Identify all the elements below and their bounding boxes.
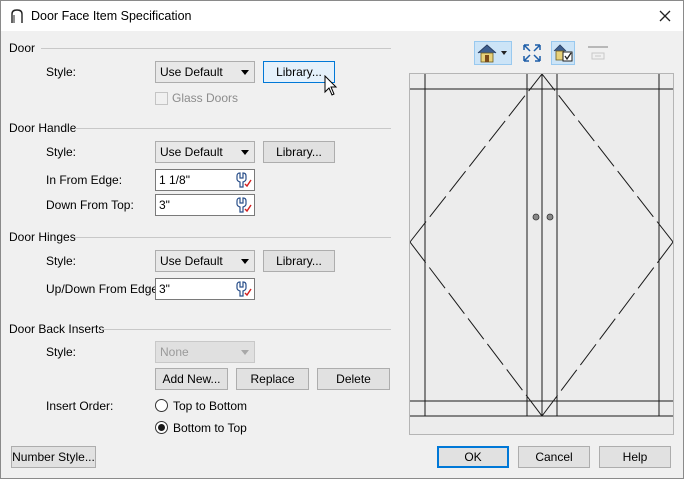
glass-doors-label: Glass Doors: [172, 91, 239, 105]
hinges-style-select[interactable]: Use Default: [155, 250, 255, 272]
hinges-section-divider: [75, 237, 391, 238]
fill-window-icon: [523, 44, 541, 62]
reset-button[interactable]: [586, 42, 610, 66]
down-from-top-value: 3": [159, 198, 170, 212]
top-to-bottom-radio[interactable]: [155, 399, 168, 412]
top-to-bottom-label: Top to Bottom: [173, 399, 248, 413]
delete-button[interactable]: Delete: [317, 368, 390, 390]
add-new-button[interactable]: Add New...: [155, 368, 228, 390]
chevron-down-icon: [241, 70, 249, 75]
inserts-section-title: Door Back Inserts: [9, 322, 105, 336]
close-button[interactable]: [647, 1, 683, 31]
mouse-cursor-icon: [324, 75, 338, 96]
door-preview-panel: [409, 73, 674, 435]
house-view-icon: [477, 44, 507, 63]
updown-from-edge-value: 3": [159, 282, 170, 296]
in-from-edge-label: In From Edge:: [46, 173, 123, 187]
edit-field-icon[interactable]: [234, 172, 252, 188]
chevron-down-icon: [241, 150, 249, 155]
bottom-to-top-radio[interactable]: [155, 421, 168, 434]
down-from-top-label: Down From Top:: [46, 198, 134, 212]
color-material-button[interactable]: [551, 41, 575, 65]
handle-style-select[interactable]: Use Default: [155, 141, 255, 163]
door-preview-drawing: [409, 73, 674, 434]
help-button[interactable]: Help: [599, 446, 671, 468]
door-section-title: Door: [9, 41, 36, 55]
in-from-edge-input[interactable]: 1 1/8": [155, 169, 255, 191]
chevron-down-icon: [241, 350, 249, 355]
chevron-down-icon: [241, 259, 249, 264]
hinges-library-button[interactable]: Library...: [263, 250, 335, 272]
door-library-button[interactable]: Library...: [263, 61, 335, 83]
ok-button[interactable]: OK: [437, 446, 509, 468]
inserts-style-label: Style:: [46, 345, 77, 359]
door-style-label: Style:: [46, 65, 77, 79]
inserts-section-divider: [101, 329, 391, 330]
replace-button[interactable]: Replace: [236, 368, 309, 390]
hinges-style-value: Use Default: [160, 254, 223, 268]
door-style-select[interactable]: Use Default: [155, 61, 255, 83]
handle-style-value: Use Default: [160, 145, 223, 159]
insert-order-label: Insert Order:: [46, 399, 114, 413]
door-style-value: Use Default: [160, 65, 223, 79]
inserts-style-select[interactable]: None: [155, 341, 255, 363]
bottom-to-top-label: Bottom to Top: [173, 421, 247, 435]
cancel-button[interactable]: Cancel: [518, 446, 590, 468]
handle-library-button[interactable]: Library...: [263, 141, 335, 163]
fill-window-button[interactable]: [521, 42, 545, 66]
close-icon: [659, 10, 671, 22]
handle-style-label: Style:: [46, 145, 77, 159]
handle-section-divider: [75, 128, 391, 129]
updown-from-edge-label: Up/Down From Edge:: [46, 282, 162, 296]
window-title: Door Face Item Specification: [31, 9, 192, 23]
down-from-top-input[interactable]: 3": [155, 194, 255, 216]
door-section-divider: [41, 48, 391, 49]
color-material-icon: [553, 44, 573, 62]
title-bar: Door Face Item Specification: [1, 1, 683, 31]
inserts-style-value: None: [160, 345, 189, 359]
hinges-section-title: Door Hinges: [9, 230, 76, 244]
updown-from-edge-input[interactable]: 3": [155, 278, 255, 300]
handle-section-title: Door Handle: [9, 121, 77, 135]
edit-field-icon[interactable]: [234, 197, 252, 213]
door-arch-icon: [11, 9, 23, 23]
number-style-button[interactable]: Number Style...: [11, 446, 96, 468]
glass-doors-checkbox[interactable]: [155, 92, 168, 105]
in-from-edge-value: 1 1/8": [159, 173, 190, 187]
view-3d-button[interactable]: [474, 41, 512, 65]
hinges-style-label: Style:: [46, 254, 77, 268]
edit-field-icon[interactable]: [234, 281, 252, 297]
reset-icon: [588, 46, 608, 60]
